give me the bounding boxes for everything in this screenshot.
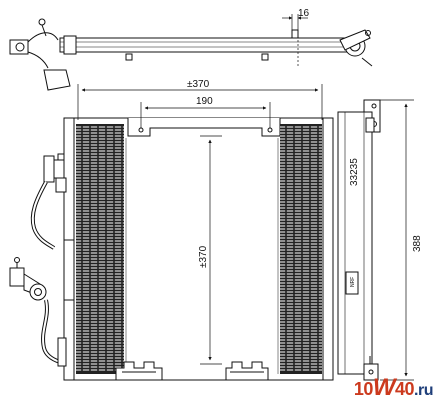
condenser-frame xyxy=(63,117,334,381)
top-view-profile xyxy=(9,18,373,91)
dimension-tank-spacing-label: 190 xyxy=(196,96,213,107)
label-plate-text: NRF xyxy=(350,277,356,287)
watermark-prefix: 10 xyxy=(353,379,374,399)
fin-block-left xyxy=(76,124,124,374)
core-tubes xyxy=(125,138,279,374)
dimension-side-depth-label: 16 xyxy=(298,8,310,19)
dimension-side-depth xyxy=(282,14,308,66)
watermark-big-letter: W xyxy=(372,374,396,401)
dimension-top-width xyxy=(77,84,323,120)
bottom-brackets xyxy=(115,361,269,381)
part-code-label: 33235 xyxy=(349,158,360,186)
dimension-core-height xyxy=(200,135,222,365)
dimension-overall-height-label: 388 xyxy=(412,235,423,252)
watermark-suffix: 40 xyxy=(395,379,415,399)
receiver-drier-side-view xyxy=(337,99,381,381)
fin-block-right xyxy=(280,124,322,374)
dimension-overall-height xyxy=(380,99,414,381)
dimension-tank-spacing xyxy=(140,102,271,128)
dimension-top-width-label: ±370 xyxy=(187,79,210,90)
dimension-core-height-label: ±370 xyxy=(198,245,209,268)
watermark-domain: .ru xyxy=(414,382,433,399)
inlet-pipe-assembly xyxy=(9,153,74,367)
